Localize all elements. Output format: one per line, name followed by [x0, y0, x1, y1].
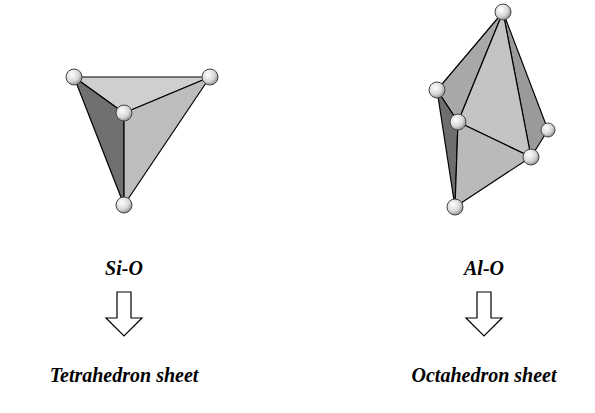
hollow-arrow	[466, 292, 502, 336]
polyhedron-label: Si-O	[105, 256, 143, 280]
sheet-label: Octahedron sheet	[412, 363, 557, 387]
tetrahedron	[66, 69, 218, 213]
polyhedron-label: Al-O	[464, 256, 504, 280]
octahedron	[429, 4, 555, 215]
hollow-arrow	[106, 292, 142, 336]
sheet-label: Tetrahedron sheet	[50, 363, 199, 387]
